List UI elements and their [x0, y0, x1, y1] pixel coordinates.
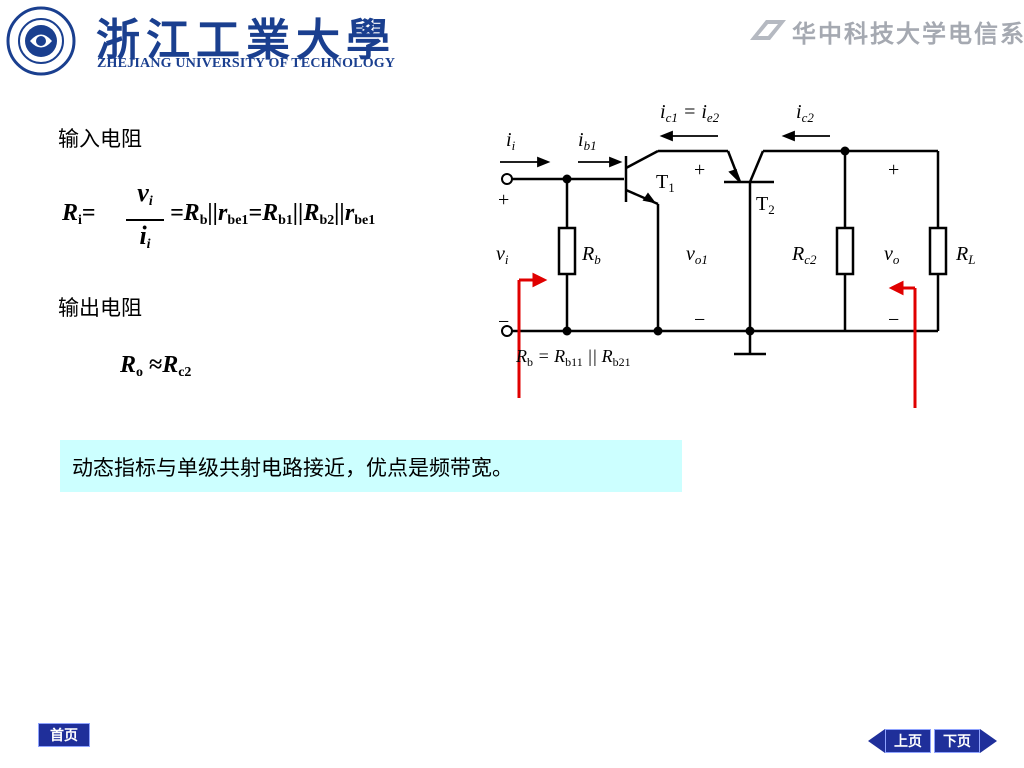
ro-symbol: R: [120, 352, 137, 378]
input-resistance-formula-rhs: =Rb||rbe1=Rb1||Rb2||rbe1: [170, 200, 375, 229]
next-arrow-icon[interactable]: [980, 729, 997, 753]
label-vo1: vo1: [686, 243, 708, 267]
input-resistance-heading: 输入电阻: [58, 127, 142, 151]
rhs-sub: be1: [354, 213, 376, 228]
fraction-numerator: vi: [126, 178, 164, 217]
label-vo: vo: [884, 243, 900, 267]
denominator-subscript: i: [146, 237, 151, 252]
circuit-resistors: [557, 226, 948, 276]
university-seal-logo: [6, 6, 76, 76]
output-resistance-heading: 输出电阻: [58, 296, 142, 320]
numerator-subscript: i: [148, 194, 153, 209]
circuit-nodes: [501, 146, 850, 337]
hust-logo-mark: [750, 20, 786, 40]
rhs-term: ||R: [292, 200, 320, 226]
denominator-symbol: i: [139, 221, 147, 250]
input-resistance-formula-lhs: Ri=: [62, 200, 96, 229]
current-arrows: [500, 130, 830, 204]
rc2-symbol: R: [162, 352, 179, 378]
note-text: 动态指标与单级共射电路接近，优点是频带宽。: [72, 456, 513, 480]
label-ii: ii: [506, 129, 516, 153]
resistor-rb: [557, 226, 577, 276]
note-highlight-box: [60, 440, 682, 492]
ro-subscript: o: [136, 365, 144, 380]
rhs-term: =R: [248, 200, 279, 226]
label-rc2: Rc2: [791, 243, 817, 267]
fraction-bar: [126, 219, 164, 221]
university-name-english: ZHEJIANG UNIVERSITY OF TECHNOLOGY: [97, 56, 396, 71]
label-ic1-ie2: ic1 = ie2: [660, 101, 720, 125]
formula-equals: =: [81, 200, 96, 226]
numerator-symbol: v: [137, 178, 149, 207]
output-resistance-formula: Ro ≈Rc2: [120, 352, 191, 381]
circuit-labels: ii ib1 ic1 = ie2 ic2 T1 T2 vi Rb vo1 Rc2…: [496, 101, 975, 369]
label-input-plus: +: [498, 189, 509, 211]
formula-symbol: R: [62, 200, 79, 226]
label-t2: T2: [756, 193, 775, 217]
prev-arrow-icon[interactable]: [868, 729, 885, 753]
label-vo1-minus: −: [694, 309, 705, 331]
resistor-rc2: [835, 226, 855, 276]
cascode-amplifier-circuit-diagram: ii ib1 ic1 = ie2 ic2 T1 T2 vi Rb vo1 Rc2…: [496, 101, 975, 408]
rhs-term: ||r: [334, 200, 355, 226]
red-indicator-arrows: [517, 272, 917, 408]
label-vo-plus: +: [888, 159, 899, 181]
label-vo1-plus: +: [694, 159, 705, 181]
rhs-sub: be1: [227, 213, 249, 228]
label-vi: vi: [496, 243, 509, 267]
formula-subscript: i: [78, 213, 82, 228]
rc2-subscript: c2: [178, 365, 192, 380]
rhs-term: ||r: [207, 200, 228, 226]
next-page-button[interactable]: 下页: [934, 729, 980, 753]
rhs-sub: b: [199, 213, 208, 228]
label-vo-minus: −: [888, 309, 899, 331]
fraction-denominator: ii: [126, 221, 164, 260]
rhs-sub: b1: [278, 213, 293, 228]
label-t1: T1: [656, 171, 675, 195]
approx-sign: ≈: [143, 352, 163, 378]
label-input-minus: −: [498, 311, 509, 333]
label-rl: RL: [955, 243, 975, 267]
resistor-rl: [928, 226, 948, 276]
input-resistance-fraction: vi ii: [126, 178, 164, 260]
rhs-term: =R: [170, 200, 200, 226]
label-ic2: ic2: [796, 101, 814, 125]
label-ib1: ib1: [578, 129, 597, 153]
label-rb: Rb: [581, 243, 601, 267]
department-caption: 华中科技大学电信系: [792, 19, 1024, 48]
home-button[interactable]: 首页: [38, 723, 90, 747]
prev-page-button[interactable]: 上页: [885, 729, 931, 753]
label-rb-equation: Rb = Rb11 || Rb21: [515, 346, 631, 369]
rhs-sub: b2: [319, 213, 335, 228]
university-name-chinese: 浙江工業大學: [96, 15, 396, 66]
